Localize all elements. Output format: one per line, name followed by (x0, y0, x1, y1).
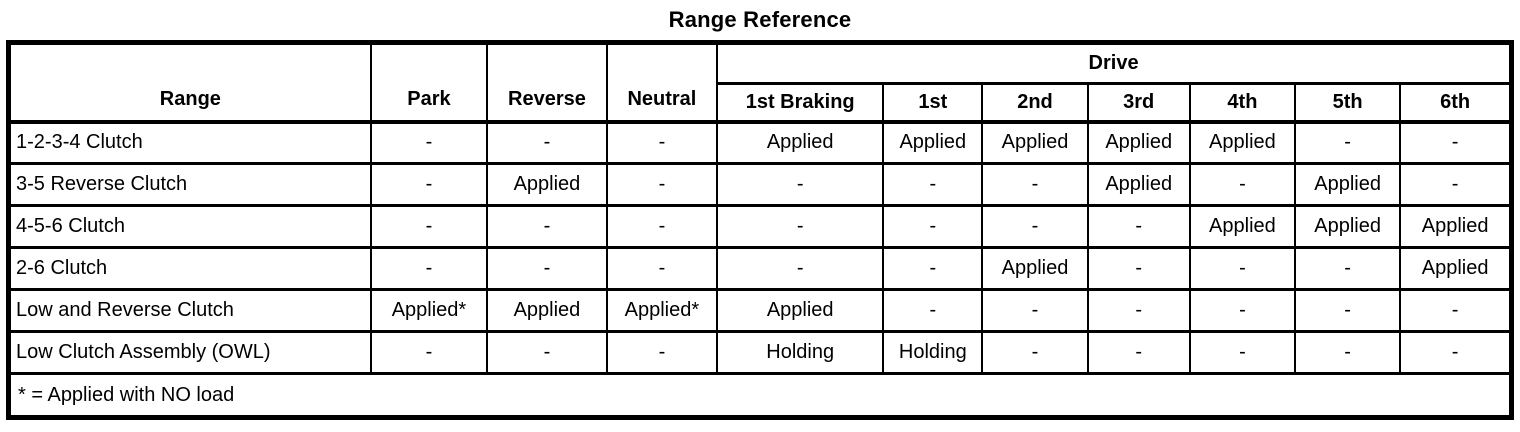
cell-5th: Applied (1294, 204, 1402, 249)
column-header-park: Park (369, 41, 489, 124)
column-header-drive-group: Drive (716, 41, 1513, 85)
cell-2nd: - (981, 162, 1089, 207)
cell-park: - (369, 204, 489, 249)
row-label: Low and Reverse Clutch (7, 288, 372, 333)
table-row-3-5-reverse-clutch: 3-5 Reverse Clutch - Applied - - - - App… (7, 162, 1513, 207)
table-body: 1-2-3-4 Clutch - - - Applied Applied App… (7, 120, 1513, 419)
cell-5th: - (1294, 330, 1402, 375)
table-row-4-5-6-clutch: 4-5-6 Clutch - - - - - - - Applied Appli… (7, 204, 1513, 249)
cell-3rd: - (1086, 330, 1191, 375)
cell-1st: - (882, 246, 984, 291)
cell-3rd: Applied (1086, 120, 1191, 165)
cell-3rd: - (1086, 204, 1191, 249)
cell-reverse: Applied (486, 162, 608, 207)
cell-1st: - (882, 288, 984, 333)
cell-1st: - (882, 162, 984, 207)
column-header-5th: 5th (1294, 82, 1402, 124)
cell-3rd: - (1086, 246, 1191, 291)
row-label: 4-5-6 Clutch (7, 204, 372, 249)
cell-3rd: Applied (1086, 162, 1191, 207)
cell-park: Applied* (369, 288, 489, 333)
column-header-range: Range (7, 41, 372, 124)
table-row-1-2-3-4-clutch: 1-2-3-4 Clutch - - - Applied Applied App… (7, 120, 1513, 165)
cell-reverse: - (486, 120, 608, 165)
cell-2nd: Applied (981, 120, 1089, 165)
cell-neutral: - (605, 120, 719, 165)
cell-1st: Applied (882, 120, 984, 165)
cell-4th: - (1188, 330, 1297, 375)
cell-reverse: - (486, 246, 608, 291)
cell-5th: - (1294, 288, 1402, 333)
cell-6th: - (1399, 330, 1513, 375)
column-header-1st-braking: 1st Braking (716, 82, 885, 124)
cell-neutral: Applied* (605, 288, 719, 333)
footnote: * = Applied with NO load (7, 372, 1513, 419)
cell-6th: - (1399, 288, 1513, 333)
column-header-3rd: 3rd (1086, 82, 1191, 124)
cell-reverse: - (486, 204, 608, 249)
cell-6th: - (1399, 120, 1513, 165)
row-label: 2-6 Clutch (7, 246, 372, 291)
column-header-reverse: Reverse (486, 41, 608, 124)
cell-neutral: - (605, 204, 719, 249)
cell-2nd: - (981, 330, 1089, 375)
row-label: Low Clutch Assembly (OWL) (7, 330, 372, 375)
cell-1st-braking: - (716, 162, 885, 207)
cell-4th: Applied (1188, 204, 1297, 249)
cell-4th: - (1188, 162, 1297, 207)
cell-1st: - (882, 204, 984, 249)
range-reference-table: Range Park Reverse Neutral Drive 1st Bra… (6, 40, 1514, 420)
cell-neutral: - (605, 162, 719, 207)
cell-3rd: - (1086, 288, 1191, 333)
column-header-6th: 6th (1399, 82, 1513, 124)
page-title: Range Reference (668, 7, 852, 32)
cell-park: - (369, 330, 489, 375)
row-label: 1-2-3-4 Clutch (7, 120, 372, 165)
cell-park: - (369, 246, 489, 291)
cell-4th: Applied (1188, 120, 1297, 165)
cell-1st-braking: Applied (716, 288, 885, 333)
cell-park: - (369, 162, 489, 207)
column-header-1st: 1st (882, 82, 984, 124)
cell-2nd: - (981, 204, 1089, 249)
column-header-2nd: 2nd (981, 82, 1089, 124)
column-header-neutral: Neutral (605, 41, 719, 124)
cell-2nd: - (981, 288, 1089, 333)
column-header-4th: 4th (1188, 82, 1297, 124)
cell-park: - (369, 120, 489, 165)
cell-neutral: - (605, 246, 719, 291)
cell-4th: - (1188, 288, 1297, 333)
cell-reverse: Applied (486, 288, 608, 333)
row-label: 3-5 Reverse Clutch (7, 162, 372, 207)
table-row-low-clutch-assembly-owl: Low Clutch Assembly (OWL) - - - Holding … (7, 330, 1513, 375)
cell-5th: - (1294, 120, 1402, 165)
cell-1st-braking: - (716, 204, 885, 249)
cell-6th: Applied (1399, 204, 1513, 249)
cell-1st-braking: - (716, 246, 885, 291)
cell-2nd: Applied (981, 246, 1089, 291)
cell-neutral: - (605, 330, 719, 375)
cell-reverse: - (486, 330, 608, 375)
cell-5th: Applied (1294, 162, 1402, 207)
table-row-low-and-reverse-clutch: Low and Reverse Clutch Applied* Applied … (7, 288, 1513, 333)
cell-5th: - (1294, 246, 1402, 291)
table-footnote-row: * = Applied with NO load (7, 372, 1513, 419)
table-header: Range Park Reverse Neutral Drive 1st Bra… (7, 41, 1513, 124)
table-row-2-6-clutch: 2-6 Clutch - - - - - Applied - - - Appli… (7, 246, 1513, 291)
cell-1st-braking: Holding (716, 330, 885, 375)
cell-4th: - (1188, 246, 1297, 291)
cell-1st: Holding (882, 330, 984, 375)
cell-6th: Applied (1399, 246, 1513, 291)
cell-6th: - (1399, 162, 1513, 207)
cell-1st-braking: Applied (716, 120, 885, 165)
